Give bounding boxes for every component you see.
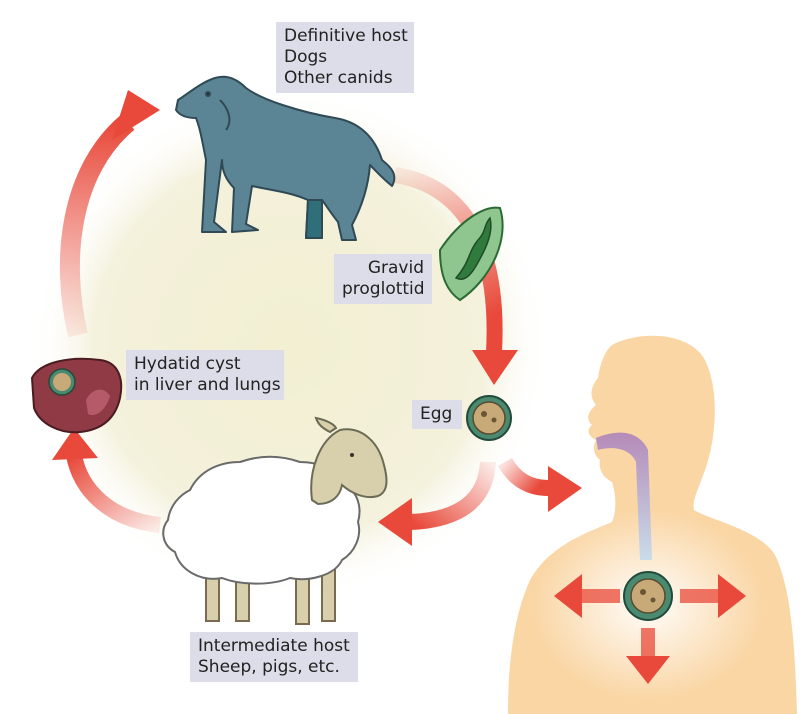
egg-label-text: Egg	[420, 404, 453, 424]
definitive-host-label: Definitive host Dogs Other canids	[276, 22, 414, 93]
definitive-host-title: Definitive host	[284, 26, 408, 46]
arrow-egg-to-human	[498, 457, 582, 512]
chest-egg-illustration	[623, 571, 673, 621]
intermediate-host-line-2: Sheep, pigs, etc.	[198, 657, 340, 677]
definitive-host-line-2: Dogs	[284, 47, 328, 67]
spread-arrows	[554, 574, 746, 684]
dog-illustration	[175, 75, 396, 241]
egg-illustration	[466, 395, 512, 441]
egg-label: Egg	[412, 400, 462, 429]
sheep-illustration	[162, 416, 388, 625]
intermediate-host-label: Intermediate host Sheep, pigs, etc.	[190, 632, 358, 682]
hydatid-cyst-line-2: in liver and lungs	[134, 375, 281, 395]
arrow-sheep-to-cyst	[52, 428, 162, 533]
liver-cyst-illustration	[30, 357, 123, 434]
intermediate-host-line-1: Intermediate host	[198, 636, 350, 656]
hydatid-cyst-label: Hydatid cyst in liver and lungs	[126, 350, 284, 400]
gravid-proglottid-illustration	[438, 206, 504, 302]
gravid-proglottid-line-2: proglottid	[342, 279, 425, 299]
hydatid-cyst-line-1: Hydatid cyst	[134, 354, 241, 374]
gravid-proglottid-label: Gravid proglottid	[334, 254, 432, 304]
definitive-host-line-3: Other canids	[284, 68, 393, 88]
gravid-proglottid-line-1: Gravid	[367, 258, 424, 278]
arrow-cyst-to-dog	[59, 90, 160, 338]
cycle-background	[30, 90, 550, 600]
arrow-egg-to-sheep	[378, 461, 496, 546]
